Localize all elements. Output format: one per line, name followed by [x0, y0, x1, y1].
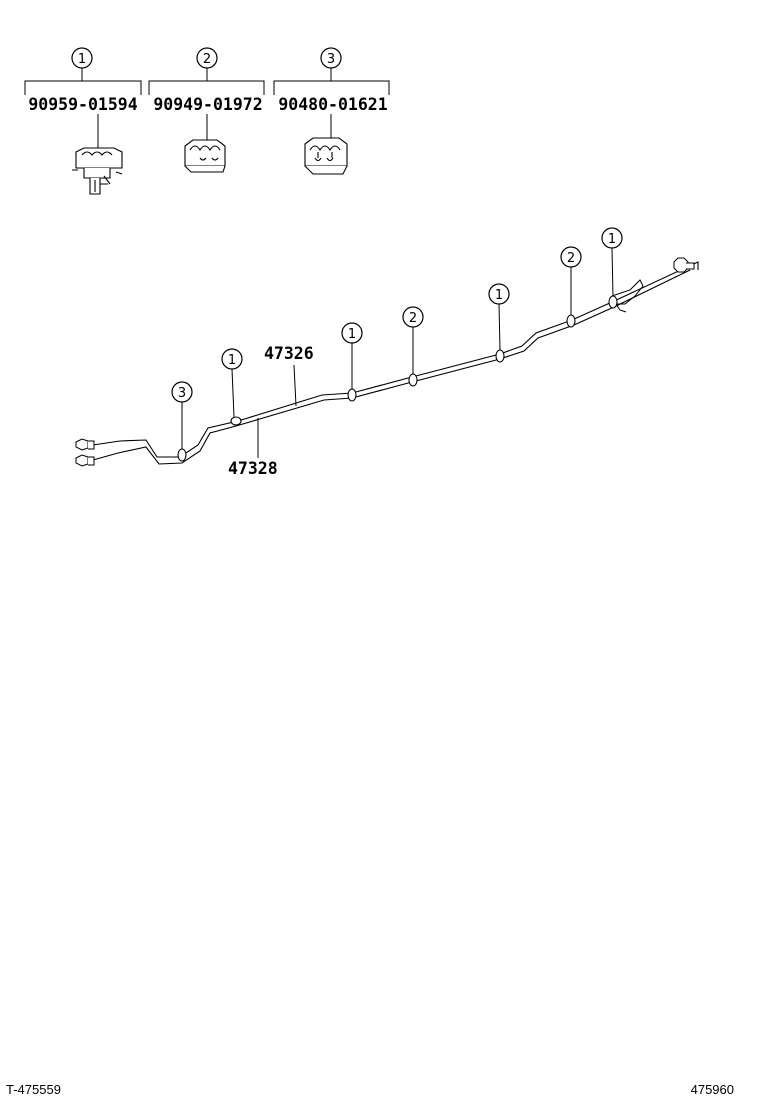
tube-clamp-b: [230, 416, 242, 426]
brake-tube-upper: [85, 261, 699, 458]
legend-bracket-3: [273, 80, 390, 95]
clamp-callout-a: 3: [171, 381, 193, 449]
legend-group-1: 1 90959-01594: [24, 47, 142, 195]
legend-bracket-1: [24, 80, 142, 95]
tube-clamp-f: [566, 314, 576, 328]
hose-branch: [611, 279, 644, 305]
clamp-callout-f: 2: [560, 246, 582, 315]
legend-group-2: 2 90949-01972: [148, 47, 265, 173]
clamp-callout-number-b: 1: [228, 353, 236, 368]
tube-label-lower-group: 47328: [228, 418, 278, 478]
legend-group-3: 3 90480-01621: [273, 47, 390, 175]
right-tube-fitting: [673, 257, 695, 273]
clamp-2-icon: [184, 139, 226, 173]
tube-clamp-c: [347, 388, 357, 402]
clamp-callout-d: 2: [402, 306, 424, 374]
footer-left-reference: T-475559: [6, 1082, 61, 1097]
clamp-callout-number-e: 1: [495, 288, 503, 303]
clamp-callout-number-a: 3: [178, 386, 186, 401]
legend-part-number-2: 90949-01972: [153, 95, 262, 114]
tube-clamp-a: [177, 448, 187, 462]
clamp-callout-g: 1: [601, 227, 623, 297]
tube-label-lower: 47328: [228, 459, 278, 478]
legend-bracket-2: [148, 80, 265, 95]
clamp-callout-number-f: 2: [567, 251, 575, 266]
legend-callout-number-2: 2: [203, 52, 211, 67]
clamp-callout-number-g: 1: [608, 232, 616, 247]
tube-clamp-d: [408, 373, 418, 387]
legend-callout-number-1: 1: [78, 52, 86, 67]
tube-label-upper-group: 47326: [264, 344, 314, 407]
clamp-callout-number-c: 1: [348, 327, 356, 342]
clamp-callout-number-d: 2: [409, 311, 417, 326]
tube-clamp-e: [495, 349, 505, 363]
clamp-3-icon: [304, 137, 348, 175]
clamp-callout-b: 1: [221, 348, 243, 418]
clamp-1-icon: [72, 147, 123, 195]
clamp-callout-e: 1: [488, 283, 510, 351]
footer-right-reference: 475960: [690, 1082, 734, 1097]
left-tube-fittings: [75, 438, 95, 467]
tube-label-upper: 47326: [264, 344, 314, 363]
clamp-callout-c: 1: [341, 322, 363, 389]
brake-tube-assembly: 3 1 1 2 1 2 1: [75, 227, 699, 478]
legend-part-number-3: 90480-01621: [278, 95, 387, 114]
legend-callout-number-3: 3: [327, 52, 335, 67]
legend-part-number-1: 90959-01594: [28, 95, 137, 114]
tube-clamp-g: [608, 295, 618, 309]
brake-tube-lower: [85, 269, 691, 465]
